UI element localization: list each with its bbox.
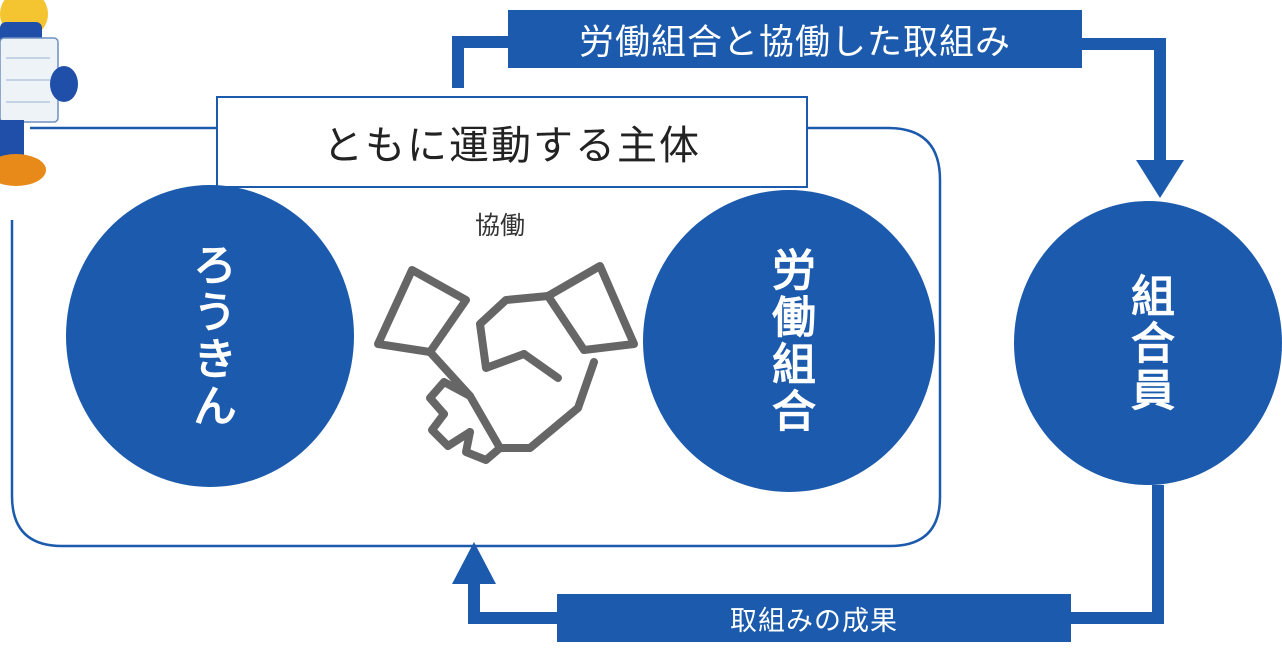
mascot-character: [0, 0, 78, 186]
labor-union-circle: 労働組合: [643, 190, 935, 492]
union-members-label: 組合員: [1123, 272, 1174, 414]
flow-line-top: [452, 36, 1166, 168]
labor-union-label: 労働組合: [764, 247, 815, 435]
group-outline: [10, 126, 942, 548]
bottom-banner: 取組みの成果: [557, 594, 1071, 642]
group-title: ともに運動する主体: [216, 96, 808, 188]
arrow-up-icon: [452, 542, 496, 584]
top-banner: 労働組合と協働した取組み: [508, 10, 1082, 68]
arrow-down-icon: [1136, 160, 1184, 198]
union-members-circle: 組合員: [1014, 201, 1282, 485]
handshake-icon: [374, 262, 638, 464]
collaboration-label: 協働: [474, 211, 525, 240]
rokin-circle: ろうきん: [66, 185, 354, 487]
rokin-label: ろうきん: [185, 242, 236, 430]
flow-line-bottom: [468, 485, 1164, 624]
